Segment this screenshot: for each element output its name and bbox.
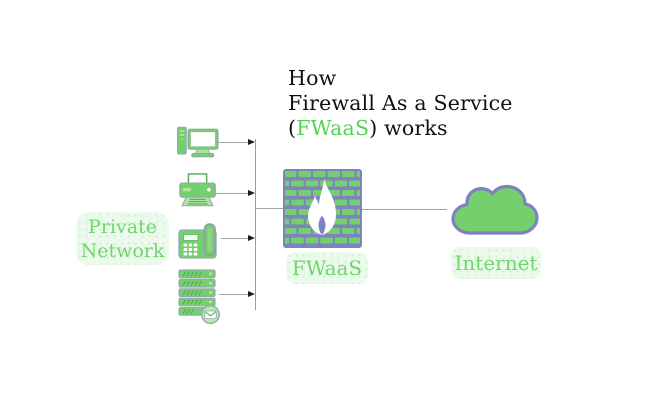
connector-firewall-cloud: [362, 209, 447, 210]
arrowhead-computer: [248, 138, 255, 145]
arrowhead-phone: [248, 234, 255, 241]
connector-phone: [221, 238, 248, 239]
connector-bus-firewall: [255, 208, 283, 209]
fax-phone-icon: [178, 223, 217, 259]
printer-icon: [179, 173, 216, 207]
connector-computer: [216, 142, 248, 143]
flame-icon: [308, 179, 336, 235]
connector-printer: [216, 193, 248, 194]
connector-server: [219, 294, 248, 295]
title-line-3: (FWaaS) works: [288, 116, 448, 140]
private-network-label: Private Network: [76, 212, 169, 265]
internet-cloud-icon: [451, 184, 539, 235]
title-line-1: How: [288, 66, 337, 90]
diagram-title: How Firewall As a Service (FWaaS) works: [288, 66, 513, 141]
network-bus-line: [254, 139, 256, 310]
mail-server-icon: [178, 269, 221, 325]
desktop-computer-icon: [176, 126, 219, 158]
internet-label: Internet: [451, 247, 541, 279]
title-line-2: Firewall As a Service: [288, 91, 513, 115]
arrowhead-printer: [248, 189, 255, 196]
title-fwaas-highlight: FWaaS: [296, 116, 370, 140]
firewall-icon: [283, 169, 362, 248]
arrowhead-server: [248, 290, 255, 297]
fwaas-label: FWaaS: [286, 252, 368, 284]
